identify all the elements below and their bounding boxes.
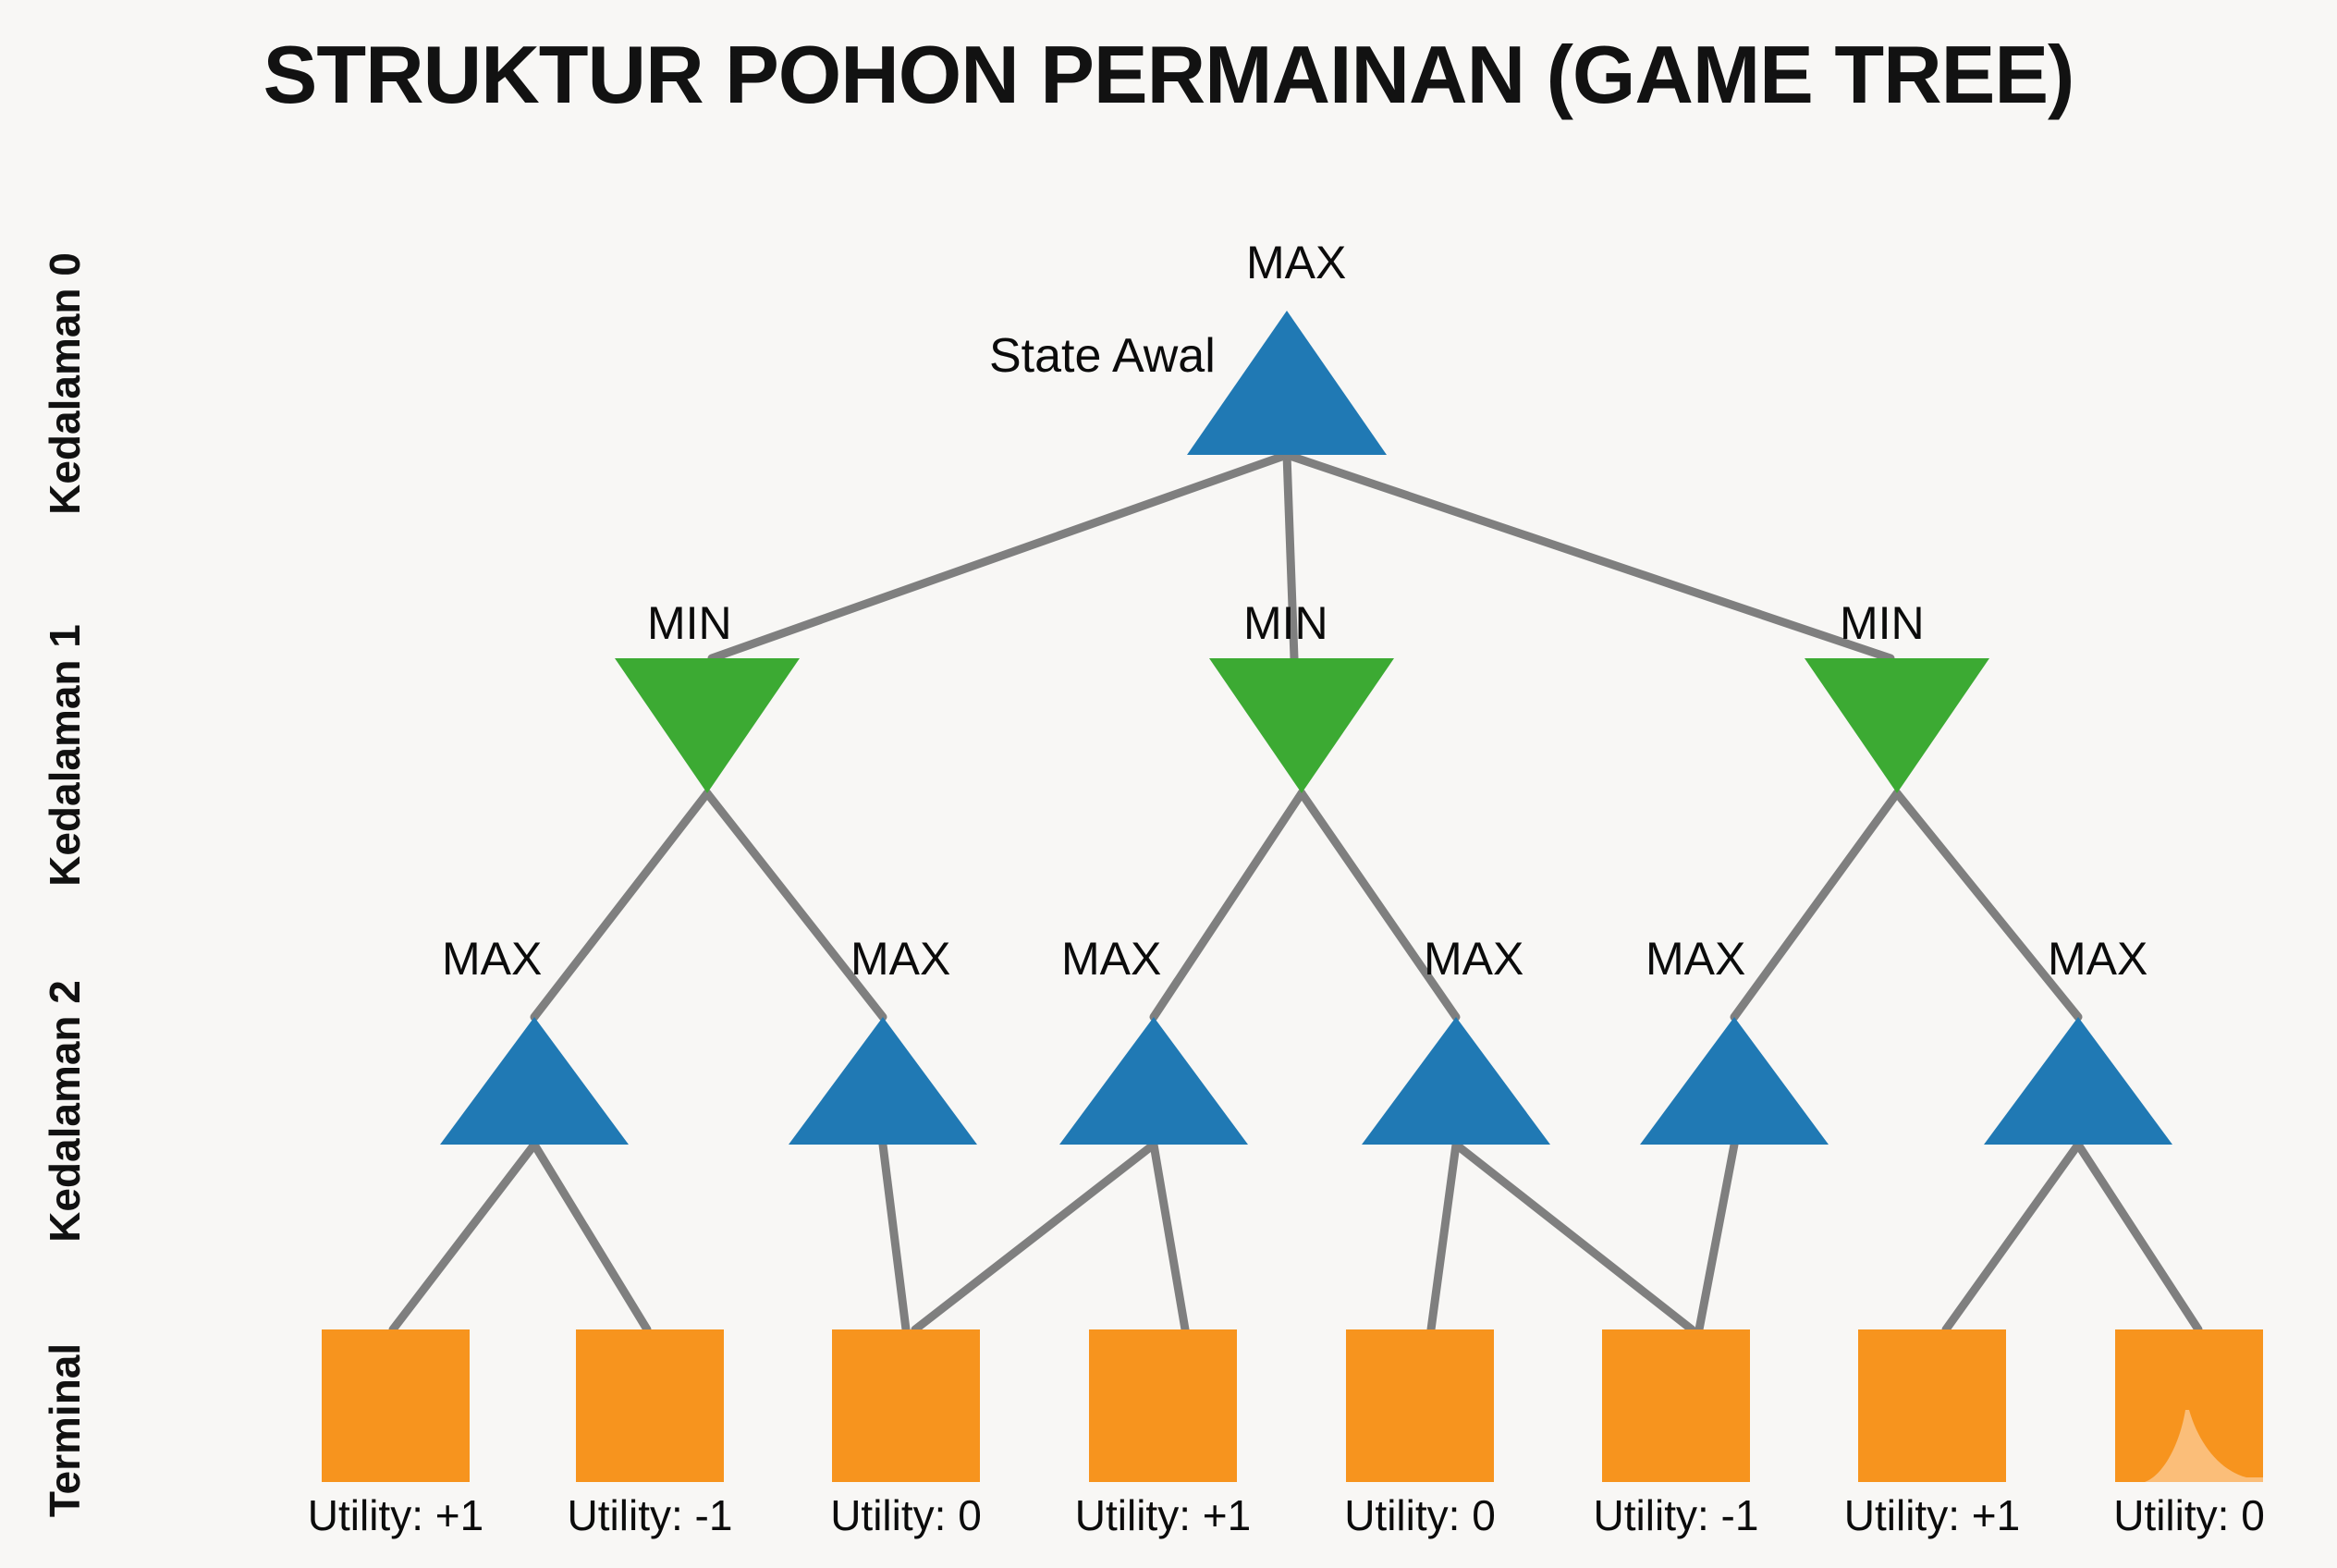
node-label-min-3: MIN — [1840, 597, 1925, 649]
edge-max1-t2 — [530, 1140, 652, 1334]
depth-label-1: Kedalaman 1 — [41, 624, 89, 887]
edge-min1-max1 — [530, 789, 712, 1022]
terminal-label-6: Utility: -1 — [1593, 1491, 1759, 1539]
terminal-node-4[interactable] — [1089, 1329, 1237, 1482]
node-max-5[interactable] — [1640, 1017, 1829, 1145]
edge-max2-t3 — [878, 1140, 911, 1334]
annotation-state-awal: State Awal — [989, 329, 1216, 383]
paper-crease-artifact — [2145, 1410, 2263, 1482]
node-max-1[interactable] — [440, 1017, 629, 1145]
node-min-2[interactable] — [1209, 658, 1394, 793]
terminal-node-3[interactable] — [832, 1329, 980, 1482]
terminal-label-8: Utility: 0 — [2113, 1491, 2265, 1539]
node-min-3[interactable] — [1805, 658, 1989, 793]
node-label-max-3: MAX — [1061, 933, 1162, 985]
edge-max5-t6 — [1695, 1140, 1739, 1334]
node-label-min-2: MIN — [1243, 597, 1328, 649]
terminal-node-7[interactable] — [1858, 1329, 2006, 1482]
edge-max3-t4 — [1149, 1140, 1190, 1334]
edge-min2-max4 — [1297, 789, 1461, 1022]
edge-max1-t1 — [388, 1140, 539, 1334]
depth-label-0: Kedalaman 0 — [41, 252, 89, 515]
terminal-label-7: Utility: +1 — [1843, 1491, 2021, 1539]
node-label-min-1: MIN — [647, 597, 732, 649]
edge-root-min2 — [1282, 450, 1299, 663]
depth-label-terminal: Terminal — [41, 1342, 89, 1518]
node-label-max-2: MAX — [850, 933, 951, 985]
edge-root-min1 — [707, 450, 1291, 663]
depth-label-2: Kedalaman 2 — [41, 980, 89, 1243]
edge-min3-max5 — [1730, 789, 1902, 1022]
node-max-3[interactable] — [1059, 1017, 1248, 1145]
terminal-node-5[interactable] — [1346, 1329, 1494, 1482]
edge-max6-t8 — [2074, 1140, 2203, 1334]
node-label-max-4: MAX — [1424, 933, 1524, 985]
edge-max3-t3 — [911, 1140, 1158, 1334]
terminal-node-2[interactable] — [576, 1329, 724, 1482]
edge-root-min3 — [1282, 450, 1895, 663]
node-root-max[interactable] — [1187, 311, 1387, 455]
terminal-label-4: Utility: +1 — [1074, 1491, 1252, 1539]
node-min-1[interactable] — [615, 658, 800, 793]
edge-min1-max2 — [703, 789, 887, 1022]
node-label-max-1: MAX — [442, 933, 543, 985]
edge-max4-t5 — [1426, 1140, 1461, 1334]
node-max-2[interactable] — [789, 1017, 977, 1145]
node-label-max-6: MAX — [2048, 933, 2148, 985]
node-label-root-max: MAX — [1246, 237, 1347, 288]
terminal-node-1[interactable] — [322, 1329, 470, 1482]
edge-min3-max6 — [1892, 789, 2083, 1022]
node-max-6[interactable] — [1984, 1017, 2172, 1145]
terminal-label-1: Utility: +1 — [307, 1491, 484, 1539]
node-label-max-5: MAX — [1646, 933, 1746, 985]
edge-min2-max3 — [1149, 789, 1306, 1022]
edge-max4-t6 — [1451, 1140, 1696, 1334]
edge-max6-t7 — [1941, 1140, 2083, 1334]
page-title: STRUKTUR POHON PERMAINAN (GAME TREE) — [263, 29, 2075, 120]
terminal-label-3: Utility: 0 — [830, 1491, 982, 1539]
terminal-node-6[interactable] — [1602, 1329, 1750, 1482]
terminal-label-2: Utility: -1 — [567, 1491, 733, 1539]
terminal-label-5: Utility: 0 — [1344, 1491, 1496, 1539]
node-max-4[interactable] — [1362, 1017, 1550, 1145]
